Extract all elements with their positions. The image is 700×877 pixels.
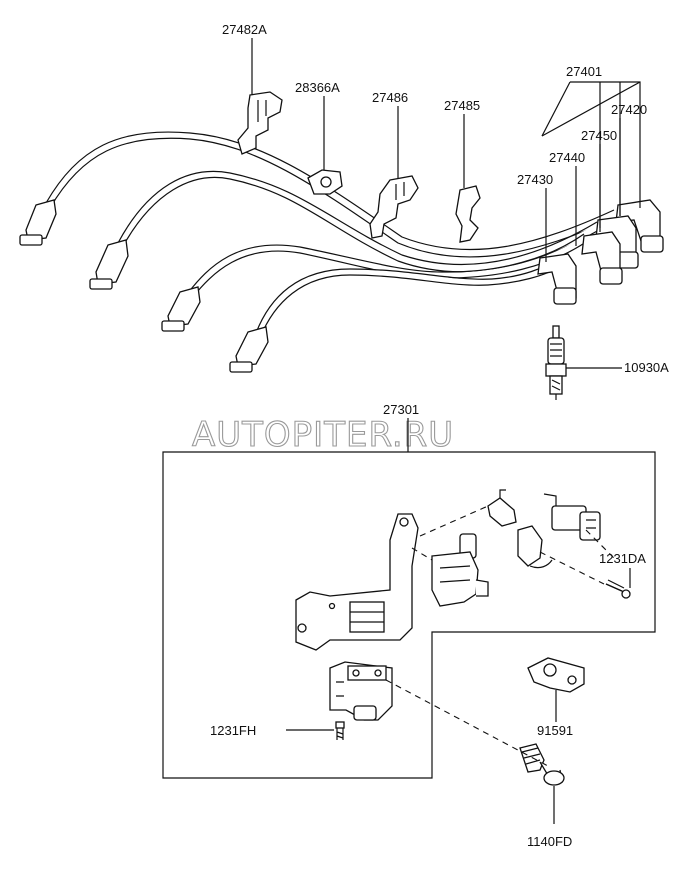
label-27482A: 27482A	[222, 22, 267, 37]
label-27440: 27440	[549, 150, 585, 165]
wire-clip-27482A[interactable]	[237, 91, 283, 155]
label-27420: 27420	[611, 102, 647, 117]
label-1231FH: 1231FH	[210, 723, 256, 738]
label-27401: 27401	[566, 64, 602, 79]
label-1231DA: 1231DA	[599, 551, 646, 566]
label-27430: 27430	[517, 172, 553, 187]
leader-lines	[251, 38, 641, 824]
wire-clip-28366A[interactable]	[307, 169, 343, 195]
label-27485: 27485	[444, 98, 480, 113]
bolt-1140FD[interactable]	[519, 743, 565, 786]
screw-1231DA[interactable]	[605, 579, 631, 599]
label-27486: 27486	[372, 90, 408, 105]
label-91591: 91591	[537, 723, 573, 738]
coil-bracket[interactable]	[295, 513, 419, 651]
small-bracket[interactable]	[487, 489, 517, 527]
label-10930A: 10930A	[624, 360, 669, 375]
spark-plug-wire-set[interactable]	[19, 131, 664, 373]
cable-clamp[interactable]	[517, 525, 553, 569]
watermark-text: AUTOPITER.RU	[192, 415, 454, 455]
wire-clip-27485[interactable]	[455, 185, 481, 243]
assembly-box-27301	[162, 451, 656, 779]
label-27450: 27450	[581, 128, 617, 143]
label-1140FD: 1140FD	[527, 834, 572, 849]
coil-connector[interactable]	[543, 493, 601, 541]
igniter-module[interactable]	[329, 661, 393, 721]
ignition-coil[interactable]	[431, 533, 489, 607]
wire-clip-27486[interactable]	[369, 175, 419, 239]
bracket-91591[interactable]	[527, 657, 585, 693]
label-27301: 27301	[383, 402, 419, 417]
label-28366A: 28366A	[295, 80, 340, 95]
spark-plug[interactable]	[545, 325, 567, 400]
screw-1231FH[interactable]	[335, 721, 345, 740]
